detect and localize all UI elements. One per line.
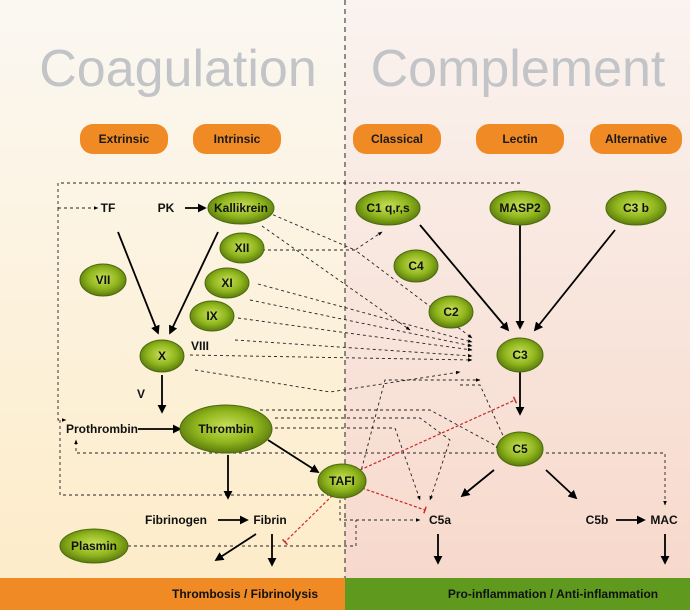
node-xii: XII	[219, 232, 265, 264]
label-pk: PK	[158, 201, 175, 215]
footer-left-label: Thrombosis / Fibrinolysis	[172, 587, 318, 601]
node-x: X	[139, 339, 185, 373]
arrow-c5-c5a	[460, 469, 495, 498]
pill-extrinsic: Extrinsic	[80, 124, 168, 154]
pill-intrinsic: Intrinsic	[193, 124, 281, 154]
node-tafi-label: TAFI	[329, 474, 355, 488]
node-xii-label: XII	[235, 241, 250, 255]
node-c2: C2	[428, 295, 474, 329]
pill-intrinsic-label: Intrinsic	[214, 132, 261, 146]
node-vii: VII	[79, 263, 127, 297]
node-c4: C4	[393, 249, 439, 283]
node-masp2-label: MASP2	[499, 201, 541, 215]
inhibit-tafi-c3	[359, 396, 518, 471]
node-c5-label: C5	[512, 442, 528, 456]
activation-arrows	[117, 203, 670, 567]
coagulation-title: Coagulation	[39, 40, 317, 98]
line-xi-c3	[257, 283, 473, 343]
pill-classical: Classical	[353, 124, 441, 154]
pill-extrinsic-label: Extrinsic	[99, 132, 150, 146]
node-xi: XI	[204, 267, 250, 299]
arrow-tf-x	[117, 231, 160, 335]
node-kallikrein-label: Kallikrein	[214, 201, 268, 215]
pill-alternative-label: Alternative	[605, 132, 667, 146]
arrow-fibrin-degradation	[214, 533, 257, 561]
node-vii-label: VII	[96, 273, 111, 287]
line-thrombin-c5a-b	[275, 427, 421, 501]
node-thrombin-label: Thrombin	[198, 422, 253, 436]
line-x-c3b	[194, 369, 461, 393]
line-tafi-c3	[359, 378, 481, 476]
label-viii: VIII	[191, 339, 209, 353]
label-mac: MAC	[650, 513, 678, 527]
node-thrombin: Thrombin	[179, 404, 273, 454]
pill-lectin: Lectin	[476, 124, 564, 154]
pill-alternative: Alternative	[590, 124, 682, 154]
feedback-line-c5	[74, 439, 500, 454]
node-c3b-label: C3 b	[623, 201, 649, 215]
feedback-line-top	[57, 182, 520, 208]
line-x-c3	[189, 354, 473, 362]
line-thrombin-c5	[260, 409, 501, 449]
inhibit-tafi-c5a	[361, 487, 427, 514]
node-plasmin: Plasmin	[59, 528, 129, 564]
node-x-label: X	[158, 349, 166, 363]
node-xi-label: XI	[221, 276, 232, 290]
pill-classical-label: Classical	[371, 132, 423, 146]
arrow-intrinsic-x	[169, 231, 219, 335]
arrow-c3b-c3	[533, 229, 616, 332]
complement-title: Complement	[371, 40, 666, 98]
label-fibrinogen: Fibrinogen	[145, 513, 207, 527]
pill-lectin-label: Lectin	[502, 132, 537, 146]
node-c3: C3	[496, 337, 544, 373]
node-c5: C5	[496, 431, 544, 467]
line-thrombin-c5a	[275, 417, 451, 501]
node-c2-label: C2	[443, 305, 459, 319]
inhibition-lines	[281, 396, 518, 546]
line-kallikrein-c1	[261, 209, 383, 251]
arrow-thrombin-tafi	[267, 439, 320, 473]
line-plasmin	[128, 520, 357, 547]
label-tf: TF	[101, 201, 116, 215]
node-c4-label: C4	[408, 259, 424, 273]
node-c3b: C3 b	[605, 190, 667, 226]
line-kallikrein-c3	[261, 225, 411, 331]
footer-bar-right	[345, 578, 690, 610]
line-c3-c5	[460, 384, 506, 441]
footer-bar-left	[0, 578, 345, 610]
node-c1-label: C1 q,r,s	[366, 201, 410, 215]
complement-background	[345, 0, 690, 578]
node-c3-label: C3	[512, 348, 528, 362]
coagulation-background	[0, 0, 345, 578]
node-ix: IX	[189, 300, 235, 332]
label-c5a: C5a	[429, 513, 451, 527]
node-masp2: MASP2	[489, 190, 551, 226]
label-c5b: C5b	[586, 513, 609, 527]
label-v: V	[137, 387, 145, 401]
arrow-c1-c3	[419, 224, 510, 332]
arrow-c5-c5b	[545, 469, 578, 500]
footer-right-label: Pro-inflammation / Anti-inflammation	[448, 587, 658, 601]
label-prothrombin: Prothrombin	[66, 422, 138, 436]
line-xii-c3	[262, 249, 473, 339]
node-plasmin-label: Plasmin	[71, 539, 117, 553]
node-tafi: TAFI	[317, 463, 367, 499]
node-ix-label: IX	[206, 309, 217, 323]
label-fibrin: Fibrin	[253, 513, 286, 527]
node-c1: C1 q,r,s	[355, 190, 421, 226]
feedback-arrow-prothrombin	[57, 208, 67, 422]
inhibit-tafi-fibrin	[281, 491, 337, 546]
node-kallikrein: Kallikrein	[207, 191, 275, 225]
line-ix-c3a	[249, 299, 473, 347]
